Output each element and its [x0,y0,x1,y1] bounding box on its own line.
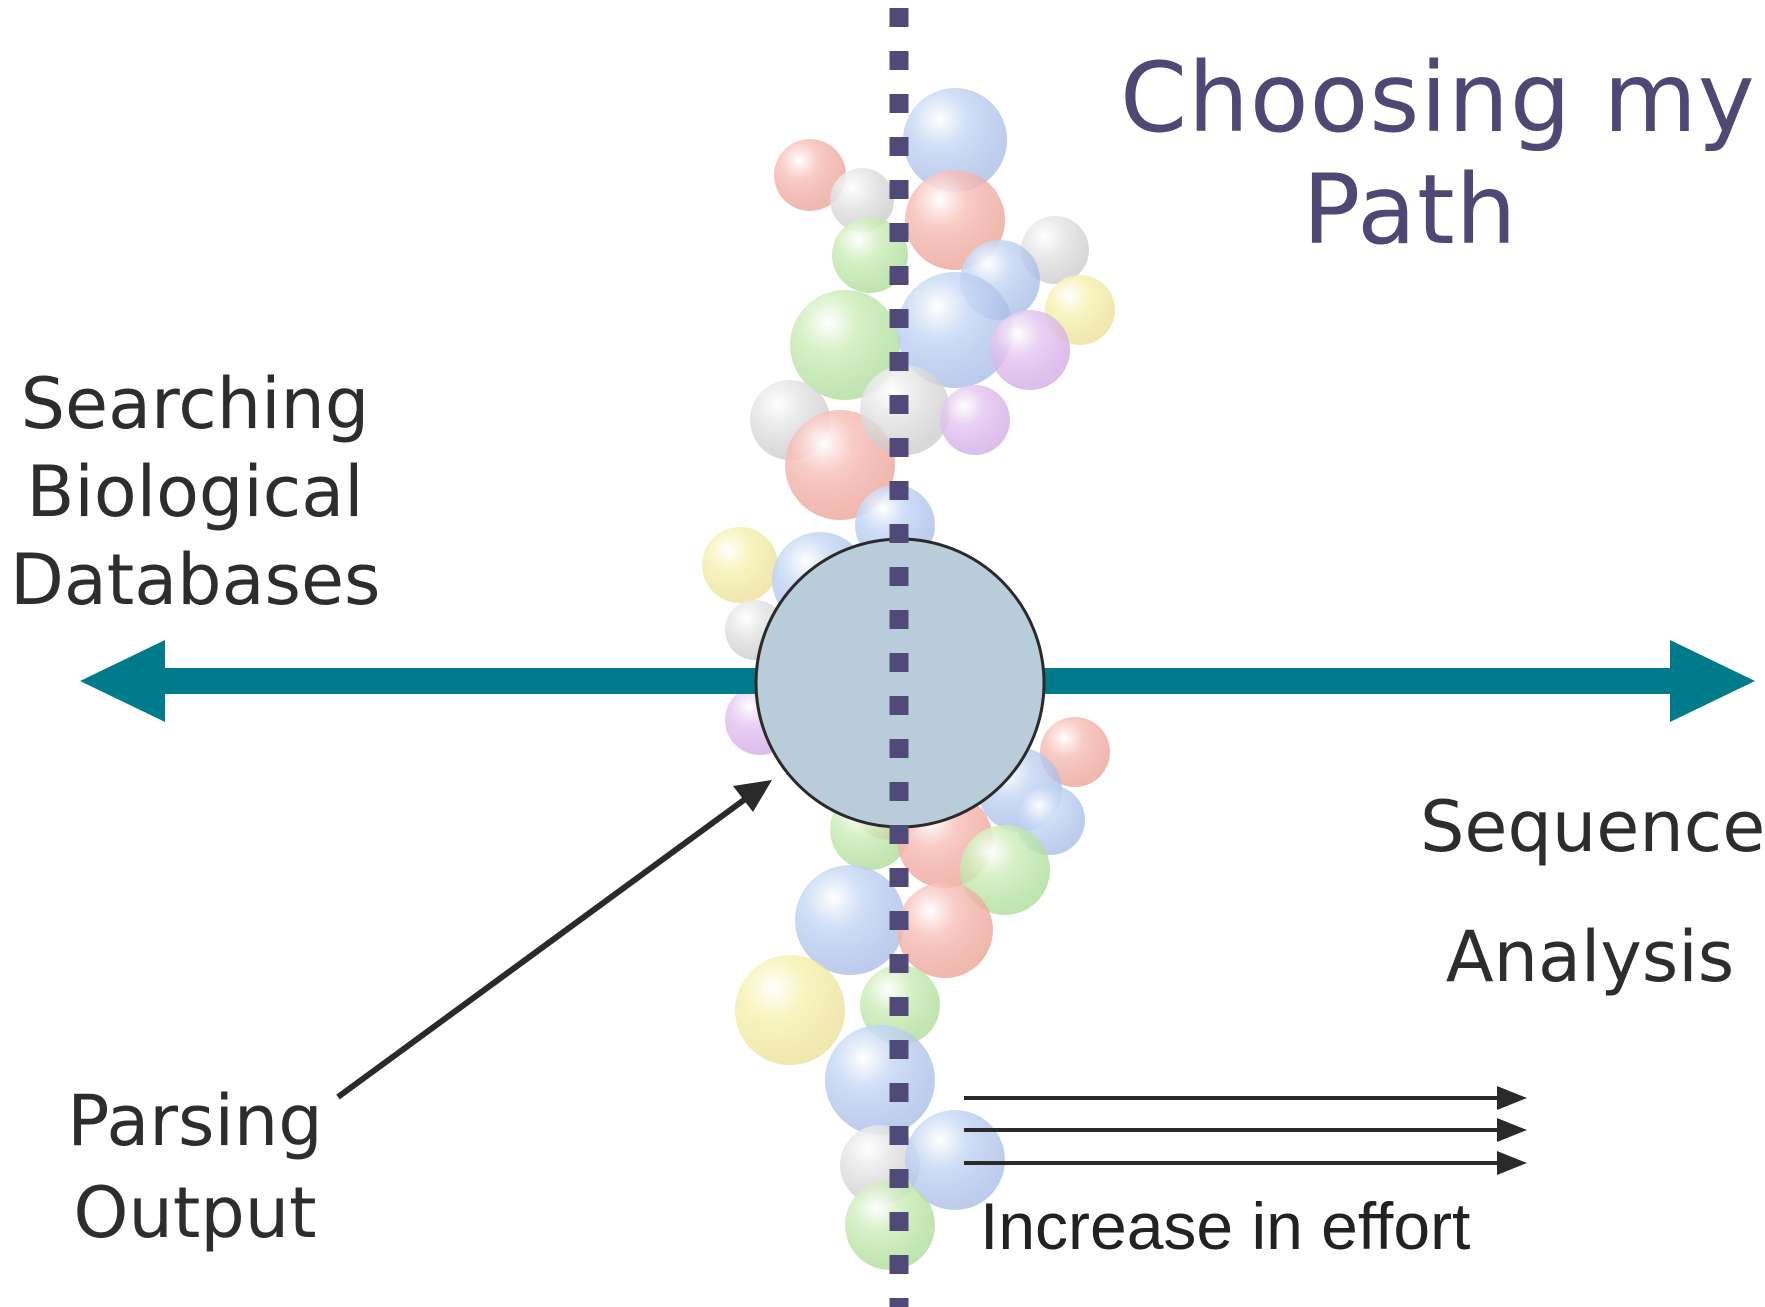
effort-arrows [964,1086,1527,1175]
bubble-33 [825,1025,935,1135]
bubble-3 [830,168,894,232]
bubble-35 [905,1110,1005,1210]
effort-label: Increase in effort [980,1189,1471,1263]
bubble-1 [903,88,1007,192]
bubble-17 [702,527,778,603]
bubble-30 [897,882,993,978]
left-label: Searching Biological Databases [10,360,380,624]
right-label-line-1: Sequence [1420,786,1765,868]
pointer-arrow [336,780,772,1100]
title-line-1: Choosing my [1120,42,1756,154]
left-label-line-1: Searching [20,363,370,445]
diagram-title: Choosing my Path [1120,42,1756,266]
bubble-9 [790,290,900,400]
left-label-line-3: Databases [10,539,381,621]
bottom-left-label: Parsing Output [40,1075,350,1259]
bubble-2 [774,139,846,211]
bubble-31 [735,955,845,1065]
bubble-13 [785,410,895,520]
bubble-28 [960,825,1050,915]
bubble-5 [1021,216,1089,284]
bubble-29 [795,865,905,975]
bubble-15 [940,385,1010,455]
right-label-line-2: Analysis [1445,916,1735,998]
bubble-10 [897,272,1013,388]
left-label-line-2: Biological [26,451,364,533]
bubble-22 [1040,717,1110,787]
bubble-11 [990,310,1070,390]
title-line-2: Path [1302,154,1518,266]
bottom-left-label-line-2: Output [73,1172,317,1254]
bubble-6 [832,217,908,293]
bottom-left-label-line-1: Parsing [67,1080,323,1162]
bubble-4 [905,170,1005,270]
right-label: Sequence Analysis [1420,762,1765,1022]
